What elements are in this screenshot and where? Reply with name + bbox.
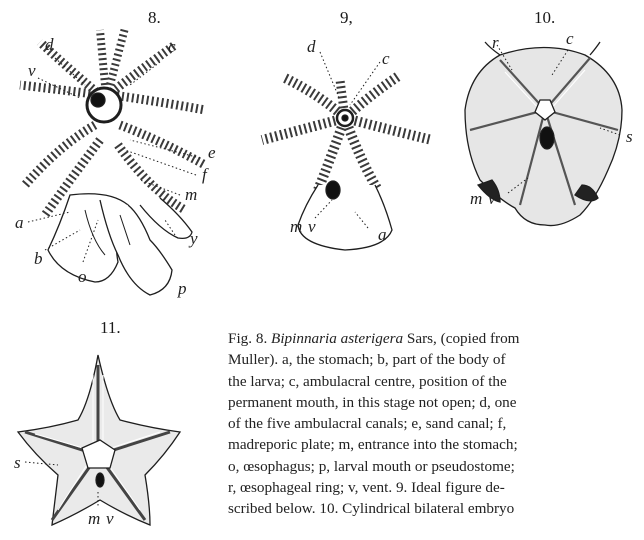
- caption-line-9: scribed below. 10. Cylindrical bilateral…: [228, 498, 644, 519]
- caption-line-6: madreporic plate; m, entrance into the s…: [228, 434, 644, 455]
- caption-line-5: of the five ambulacral canals; e, sand c…: [228, 413, 644, 434]
- svg-text:v: v: [106, 509, 114, 528]
- caption-line-7: o, œsophagus; p, larval mouth or pseudos…: [228, 456, 644, 477]
- caption-line-8: r, œsophageal ring; v, vent. 9. Ideal fi…: [228, 477, 644, 498]
- caption-line-1: Fig. 8. Bipinnaria asterigera Sars, (cop…: [228, 328, 644, 349]
- caption-line-3: the larva; c, ambulacral centre, positio…: [228, 371, 644, 392]
- svg-text:s: s: [14, 453, 21, 472]
- figure-caption: Fig. 8. Bipinnaria asterigera Sars, (cop…: [228, 328, 644, 520]
- svg-text:m: m: [88, 509, 100, 528]
- caption-line-4: permanent mouth, in this stage not open;…: [228, 392, 644, 413]
- caption-line-2: Muller). a, the stomach; b, part of the …: [228, 349, 644, 370]
